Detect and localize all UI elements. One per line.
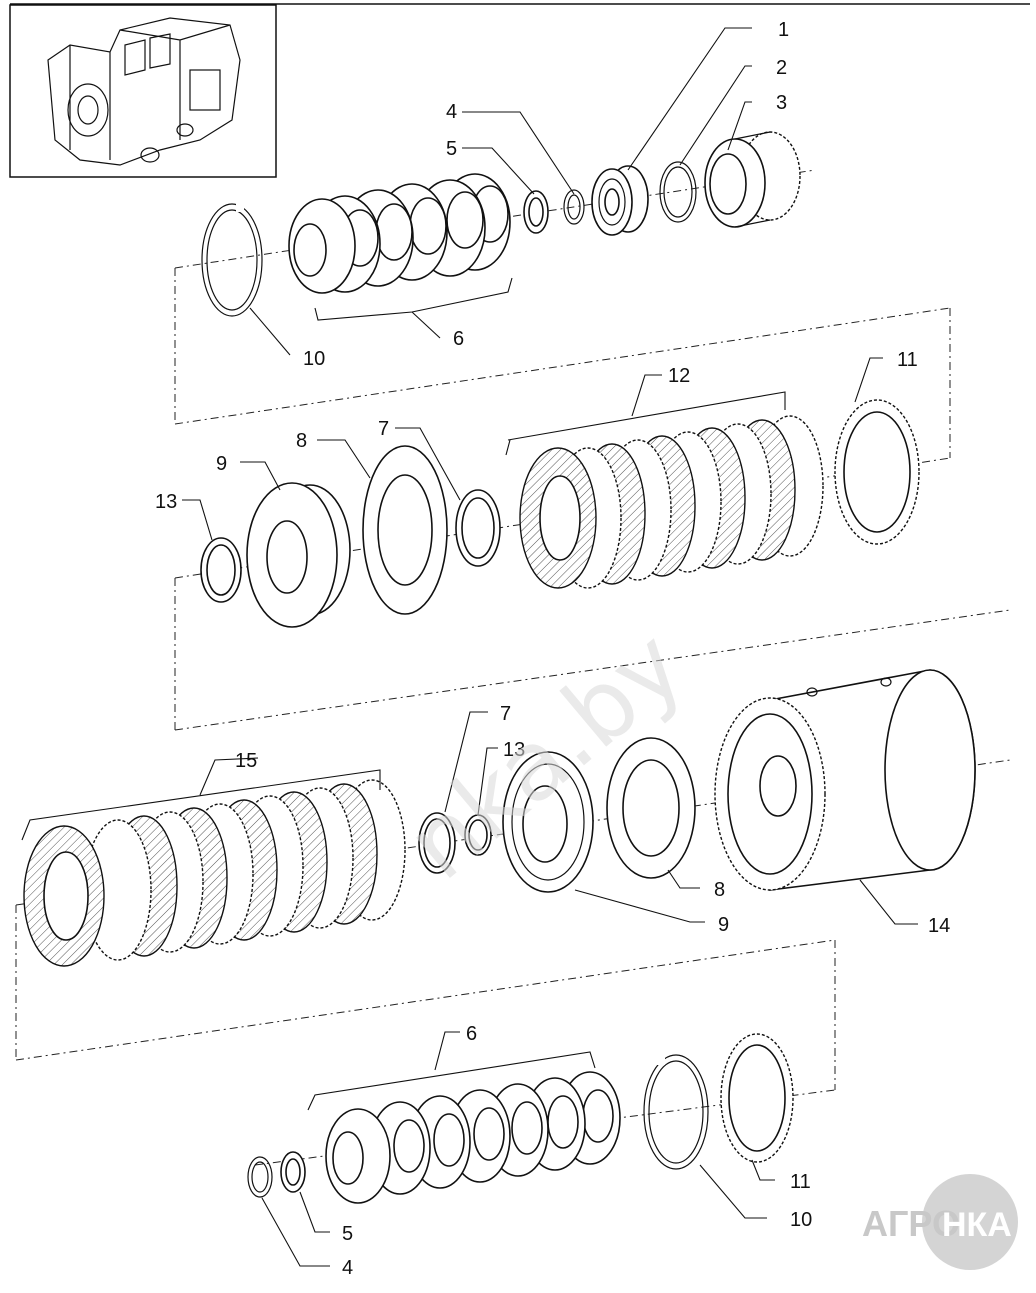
label-4-top: 4 [446, 101, 457, 123]
ring-7-top [455, 489, 501, 567]
label-3: 3 [776, 92, 787, 114]
ring-7-mid [418, 812, 456, 874]
label-12: 12 [668, 365, 690, 387]
plate-8-top [362, 445, 448, 615]
bearing-1 [591, 165, 649, 236]
label-10-bottom: 10 [790, 1209, 812, 1231]
label-8-mid: 8 [714, 879, 725, 901]
snap-ring-2 [659, 161, 697, 223]
label-5-top: 5 [446, 138, 457, 160]
label-9-top: 9 [216, 453, 227, 475]
label-6-bottom: 6 [466, 1023, 477, 1045]
piston-9-mid [502, 751, 594, 893]
plate-8-mid [606, 737, 696, 879]
label-2: 2 [776, 57, 787, 79]
gear-3 [704, 131, 801, 228]
logo-text-left: АГРО [862, 1203, 960, 1244]
label-8-top: 8 [296, 430, 307, 452]
label-14: 14 [928, 915, 950, 937]
circlip-4-bottom [247, 1156, 273, 1198]
label-4-bottom: 4 [342, 1257, 353, 1279]
piston-9-top [246, 482, 351, 628]
snap-ring-10-top [201, 200, 263, 317]
assembly-axis-lines [15, 169, 1011, 1166]
snap-ring-10-bottom [643, 1054, 709, 1170]
plate-11-top [834, 399, 920, 545]
agronka-logo: АГРО НКА [862, 1174, 1018, 1270]
label-7-top: 7 [378, 418, 389, 440]
belleville-springs-6-top [288, 173, 511, 294]
plate-11-bottom [720, 1033, 794, 1163]
leader-lines [21, 27, 918, 1267]
logo-text-right: НКА [942, 1206, 1012, 1244]
housing-thumbnail [9, 4, 277, 178]
label-11-bottom: 11 [790, 1171, 811, 1193]
label-6-top: 6 [453, 328, 464, 350]
seal-ring-13-top [200, 537, 242, 603]
label-13-top: 13 [155, 491, 177, 513]
label-11-top: 11 [897, 349, 918, 371]
part-number-labels: 1 2 3 4 5 6 10 11 12 8 7 9 13 15 7 13 8 … [155, 19, 950, 1279]
drum-14 [714, 669, 976, 891]
label-1: 1 [778, 19, 789, 41]
label-10-top: 10 [303, 348, 325, 370]
label-9-mid: 9 [718, 914, 729, 936]
label-15: 15 [235, 750, 257, 772]
label-13-mid: 13 [503, 739, 525, 761]
clutch-pack-12 [519, 415, 824, 589]
clutch-pack-15 [23, 779, 406, 967]
label-7-mid: 7 [500, 703, 511, 725]
belleville-springs-6-bottom [325, 1071, 621, 1204]
washer-5-bottom [280, 1151, 306, 1193]
label-5-bottom: 5 [342, 1223, 353, 1245]
washer-5-top [523, 190, 549, 234]
circlip-4-top [563, 189, 585, 225]
